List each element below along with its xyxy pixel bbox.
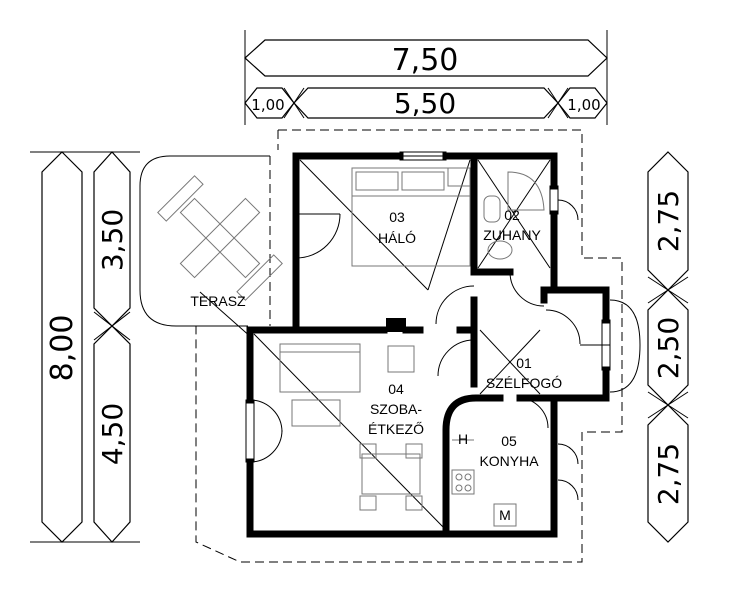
svg-text:2,75: 2,75 [652,443,685,505]
svg-text:01: 01 [516,355,532,371]
dimension-left-lower: 4,50 [93,325,131,543]
microwave-label: M [499,507,511,523]
svg-text:KONYHA: KONYHA [479,453,539,469]
doors [249,199,641,501]
dimension-ticks-top [244,30,608,125]
room-diagonals [199,159,551,531]
roof-outline [195,129,623,563]
room-label-szelfogo: 01 SZÉLFOGÓ [486,355,562,391]
dimension-top-middle: 5,50 [293,87,559,120]
svg-text:ÉTKEZŐ: ÉTKEZŐ [368,421,424,437]
svg-text:SZOBA-: SZOBA- [370,401,422,417]
room-label-szoba: 04 SZOBA- ÉTKEZŐ [368,381,424,437]
svg-text:ZUHANY: ZUHANY [483,227,541,243]
svg-text:02: 02 [504,207,520,223]
walls [246,152,610,538]
room-label-zuhany: 02 ZUHANY [483,207,541,243]
hood-label: H [458,431,468,447]
svg-text:2,50: 2,50 [652,317,685,379]
terrace [139,155,283,327]
svg-text:5,50: 5,50 [394,87,456,120]
svg-text:4,50: 4,50 [96,403,129,465]
svg-text:8,00: 8,00 [45,315,80,382]
svg-text:3,50: 3,50 [96,209,129,271]
room-label-konyha: 05 KONYHA [479,433,539,469]
living-furniture [279,343,423,511]
dimension-ticks-right [647,276,689,419]
dimension-top-total: 7,50 [244,39,608,78]
dimension-left-upper: 3,50 [93,151,131,327]
svg-text:05: 05 [501,433,517,449]
bedroom-furniture [351,167,471,267]
dimension-right-upper: 2,75 [647,151,689,291]
dimension-right-lower: 2,75 [647,404,689,543]
svg-text:HÁLÓ: HÁLÓ [378,230,416,246]
svg-text:03: 03 [389,209,405,225]
dimension-left-total: 8,00 [41,151,83,543]
svg-text:SZÉLFOGÓ: SZÉLFOGÓ [486,375,562,391]
room-label-terasz: TERASZ [190,293,246,309]
dimension-ticks-left [30,151,140,543]
terrace-table-set [157,175,283,301]
svg-text:7,50: 7,50 [392,43,459,78]
svg-text:2,75: 2,75 [652,190,685,252]
svg-text:04: 04 [388,381,404,397]
svg-text:1,00: 1,00 [567,96,600,114]
dimension-right-middle: 2,50 [647,289,689,406]
kitchen-fixtures [451,439,517,527]
svg-text:TERASZ: TERASZ [190,293,246,309]
bathroom-fixtures [483,171,545,260]
svg-text:1,00: 1,00 [251,96,284,114]
room-label-halo: 03 HÁLÓ [378,209,416,246]
